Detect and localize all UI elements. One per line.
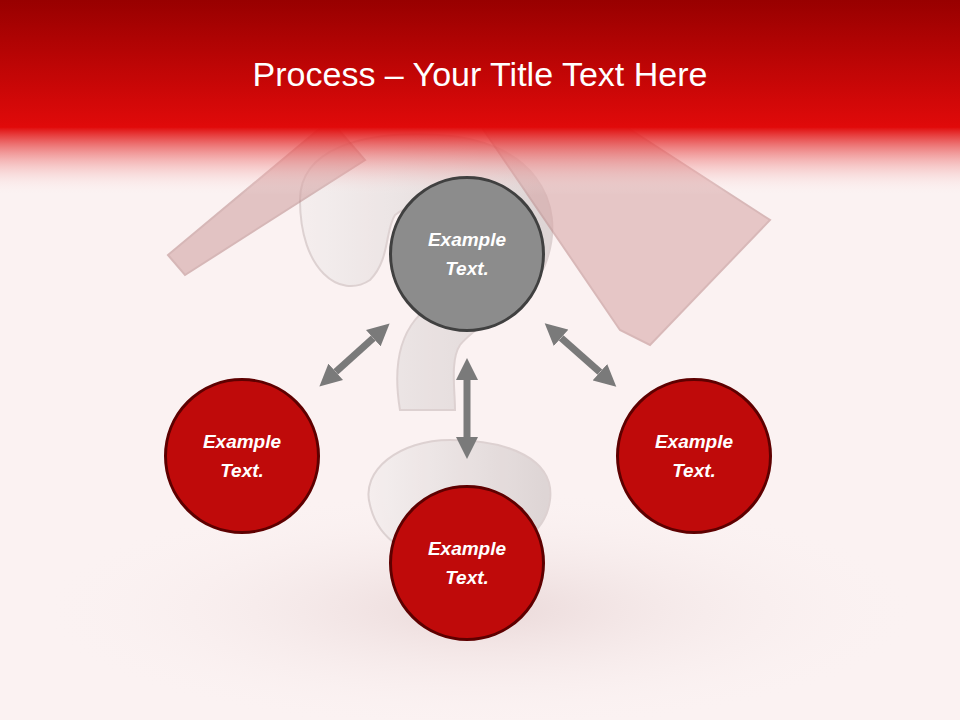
circle-shape (391, 487, 544, 640)
circle-content: Example Text. (616, 378, 772, 534)
node-text: Example Text. (639, 427, 749, 485)
process-circle: Example Text. (389, 485, 545, 641)
circle-outline (616, 378, 772, 534)
process-circle: Example Text. (389, 176, 545, 332)
double-arrow (336, 338, 373, 372)
circle-shape (618, 380, 771, 533)
node-text: Example Text. (412, 225, 522, 283)
circle-content: Example Text. (389, 485, 545, 641)
circle-content: Example Text. (389, 176, 545, 332)
circle-outline (164, 378, 320, 534)
double-arrow (561, 338, 600, 372)
circle-shape (166, 380, 319, 533)
node-text: Example Text. (187, 427, 297, 485)
process-circle: Example Text. (164, 378, 320, 534)
question-mark-figure (300, 134, 552, 560)
double-arrow (464, 380, 471, 437)
circle-outline (389, 176, 545, 332)
circle-outline (389, 485, 545, 641)
slide-title: Process – Your Title Text Here (0, 50, 960, 98)
circle-content: Example Text. (164, 378, 320, 534)
title-band (0, 0, 960, 128)
process-circle: Example Text. (616, 378, 772, 534)
circle-shape (391, 178, 544, 331)
node-text: Example Text. (412, 534, 522, 592)
